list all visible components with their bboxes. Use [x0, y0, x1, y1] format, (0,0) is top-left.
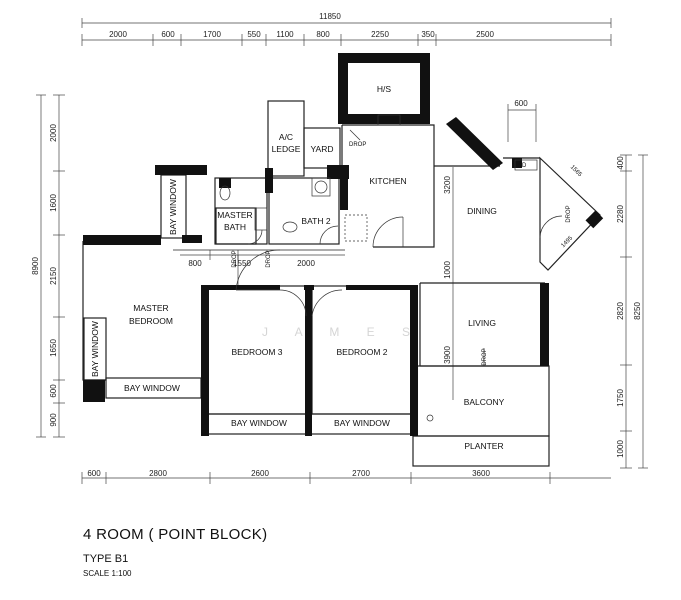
dim-right-overall: 8250 — [633, 302, 642, 320]
thick-walls — [83, 53, 604, 436]
dim-bottom-1: 600 — [87, 469, 101, 478]
dim-top-9: 2500 — [476, 30, 494, 39]
dim-top-1: 2000 — [109, 30, 127, 39]
room-master-bath-line2: BATH — [224, 222, 246, 232]
watermark: J A M E S — [262, 325, 422, 339]
dim-inner-3200: 3200 — [443, 176, 452, 194]
room-bay-window-bed3: BAY WINDOW — [231, 418, 287, 428]
room-bay-window-bed2: BAY WINDOW — [334, 418, 390, 428]
dim-top-3: 1700 — [203, 30, 221, 39]
dim-top-4: 550 — [247, 30, 261, 39]
thin-walls — [82, 100, 601, 467]
room-bedroom3: BEDROOM 3 — [231, 347, 282, 357]
dim-bottom-2: 2800 — [149, 469, 167, 478]
dim-top-7: 2250 — [371, 30, 389, 39]
room-labels: H/S A/C LEDGE YARD KITCHEN DINING LIVING… — [90, 84, 505, 451]
label-drop-living: DROP — [482, 348, 488, 365]
label-drop-dining: DROP — [566, 205, 572, 222]
dim-right-2: 2280 — [616, 205, 625, 223]
dim-inner-3900: 3900 — [443, 346, 452, 364]
room-master-bedroom-line2: BEDROOM — [129, 316, 173, 326]
toilet-icon — [219, 185, 231, 201]
label-sd: SD — [518, 163, 527, 169]
dim-left-1: 2000 — [49, 124, 58, 142]
dim-inner-2000: 2000 — [297, 259, 315, 268]
room-bedroom2: BEDROOM 2 — [336, 347, 387, 357]
fixtures — [219, 129, 538, 422]
room-living: LIVING — [468, 318, 496, 328]
dim-bottom-4: 2700 — [352, 469, 370, 478]
dim-left-3: 2150 — [49, 267, 58, 285]
dim-diag-1495: 1495 — [560, 235, 574, 249]
room-bay-window-master-top: BAY WINDOW — [168, 179, 178, 235]
shower-icon — [344, 214, 368, 242]
room-bath2: BATH 2 — [301, 216, 330, 226]
room-yard: YARD — [311, 144, 334, 154]
dim-left-2: 1600 — [49, 194, 58, 212]
room-bay-window-master-side: BAY WINDOW — [90, 321, 100, 377]
dimension-lines — [36, 18, 648, 484]
dim-overall-top: 11850 — [319, 12, 341, 21]
room-hs: H/S — [377, 84, 392, 94]
sink-icon — [311, 177, 331, 197]
dim-bottom-5: 3600 — [472, 469, 490, 478]
room-kitchen: KITCHEN — [369, 176, 406, 186]
room-ac-ledge-line2: LEDGE — [272, 144, 301, 154]
dim-right-3: 2820 — [616, 302, 625, 320]
dim-inner-1000: 1000 — [443, 261, 452, 279]
doors — [235, 114, 563, 317]
plan-type: TYPE B1 — [83, 553, 129, 565]
dim-left-4: 1650 — [49, 339, 58, 357]
dim-top-8: 350 — [421, 30, 435, 39]
floor-trap-icon — [426, 414, 434, 422]
plan-title: 4 ROOM ( POINT BLOCK) — [83, 526, 268, 543]
room-dining: DINING — [467, 206, 497, 216]
column-icon — [514, 159, 538, 171]
label-drop-yard: DROP — [349, 142, 366, 148]
dim-top-6: 800 — [316, 30, 330, 39]
dim-top-5: 1100 — [276, 30, 294, 39]
dim-left-overall: 8900 — [31, 257, 40, 275]
dim-inner-1550: 1550 — [233, 259, 251, 268]
dim-inner-800: 800 — [188, 259, 202, 268]
label-drop-bath-a: DROP — [232, 250, 238, 267]
label-drop-bath-b: DROP — [266, 250, 272, 267]
plan-scale: SCALE 1:100 — [83, 569, 132, 578]
dim-right-5: 1000 — [616, 440, 625, 458]
basin-icon — [254, 207, 268, 231]
room-planter: PLANTER — [464, 441, 503, 451]
dim-right-4: 1750 — [616, 389, 625, 407]
dim-diag-1565: 1565 — [569, 164, 583, 178]
room-ac-ledge-line1: A/C — [279, 132, 293, 142]
dim-left-5: 600 — [49, 384, 58, 398]
dim-right-1: 400 — [616, 156, 625, 170]
dim-bottom-3: 2600 — [251, 469, 269, 478]
room-master-bedroom-line1: MASTER — [133, 303, 168, 313]
dim-600-right: 600 — [514, 99, 528, 108]
toilet-icon — [282, 221, 298, 233]
room-balcony: BALCONY — [464, 397, 505, 407]
dim-top-2: 600 — [161, 30, 175, 39]
sink-icon — [314, 180, 328, 194]
room-bay-window-master-bottom: BAY WINDOW — [124, 383, 180, 393]
small-labels: DROP DROP DROP DROP DROP SD — [232, 142, 572, 366]
dimension-texts: 11850 2000 600 1700 550 1100 800 2250 35… — [31, 12, 642, 478]
dim-left-6: 900 — [49, 413, 58, 427]
room-master-bath-line1: MASTER — [217, 210, 252, 220]
